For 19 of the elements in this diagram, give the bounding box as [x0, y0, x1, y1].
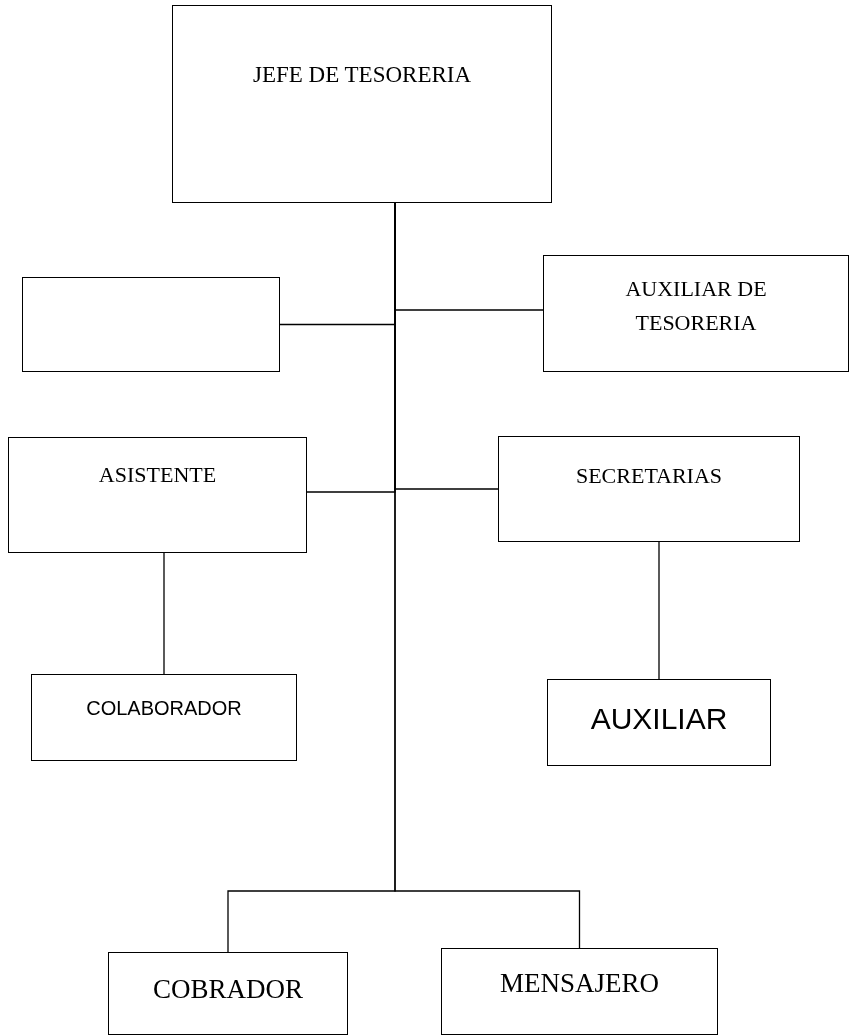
- connector-line: [658, 541, 660, 680]
- empty-box: [22, 277, 280, 372]
- position-box: [441, 948, 718, 1035]
- position-box: [172, 5, 552, 203]
- position-box: [8, 437, 307, 553]
- position-title: JEFE DE TESORERIA: [251, 61, 473, 89]
- position-title: AUXILIAR: [589, 701, 729, 737]
- position-title: AUXILIAR DE TESORERIA: [624, 275, 768, 337]
- position-title: MENSAJERO: [499, 967, 660, 1000]
- position-box: [498, 436, 800, 542]
- position-title: COBRADOR: [152, 973, 304, 1006]
- position-title: ASISTENTE: [97, 461, 218, 489]
- connector-line: [163, 552, 165, 675]
- position-box: [547, 679, 771, 766]
- position-box: [543, 255, 849, 372]
- position-box: [31, 674, 297, 761]
- position-box: [108, 952, 348, 1035]
- position-title: COLABORADOR: [85, 696, 243, 721]
- position-title: SECRETARIAS: [574, 462, 724, 490]
